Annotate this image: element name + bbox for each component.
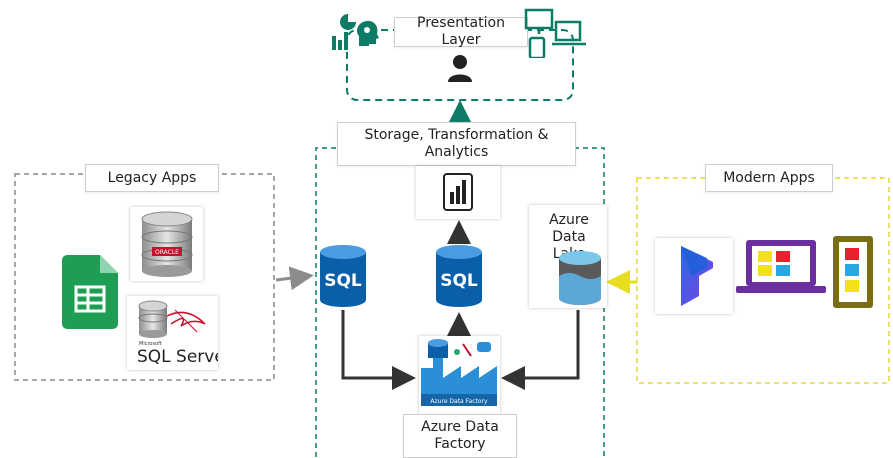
legacy-apps-text: Legacy Apps — [107, 169, 197, 186]
arrow-sql-to-adf — [341, 310, 416, 390]
storage-boundary — [315, 147, 605, 457]
sqlserver-icon: Microsoft SQL Server — [137, 300, 232, 367]
sqlserver-tile: Microsoft SQL Server — [127, 296, 232, 370]
data-lake-icon — [559, 251, 601, 305]
data-factory-icon: Azure Data Factory — [421, 339, 497, 406]
adf-label-line2: Factory — [434, 436, 486, 452]
sql-middle-label: SQL — [440, 271, 478, 291]
user-icon — [448, 55, 472, 82]
sqlserver-brand: Microsoft — [139, 341, 162, 347]
oracle-database-icon: ORACLE — [141, 211, 193, 277]
storage-layer-label: Storage, Transformation & Analytics — [337, 122, 576, 166]
storage-label-line1: Storage, Transformation & — [364, 127, 549, 143]
presentation-layer-label: Presentation Layer — [394, 15, 528, 48]
oracle-db-tile: ORACLE — [130, 207, 203, 281]
power-bi-icon — [443, 173, 473, 211]
adf-label-line1: Azure Data — [421, 419, 499, 435]
oracle-label: ORACLE — [155, 249, 179, 256]
laptop-app-icon — [736, 240, 826, 293]
modern-apps-label: Modern Apps — [705, 164, 833, 192]
devices-icon — [524, 8, 586, 58]
sql-database-middle: SQL — [436, 245, 482, 307]
legacy-apps-label: Legacy Apps — [85, 164, 219, 192]
mobile-app-icon — [833, 236, 873, 308]
adf-icon-caption: Azure Data Factory — [430, 398, 488, 405]
presentation-label-line1: Presentation — [417, 15, 505, 31]
power-bi-tile — [416, 166, 500, 219]
dynamics-tile — [655, 238, 733, 314]
presentation-label-line2: Layer — [441, 32, 481, 48]
arrow-lake-to-adf — [501, 310, 580, 390]
arrow-legacy-to-sql — [275, 266, 314, 291]
sql-database-left: SQL — [320, 245, 366, 307]
analytics-icon — [332, 14, 356, 50]
azure-data-factory-label: Azure Data Factory — [403, 414, 517, 458]
ai-head-icon — [357, 20, 379, 46]
dynamics-365-icon — [681, 246, 713, 306]
azure-data-factory-tile: Azure Data Factory — [419, 336, 500, 416]
sqlserver-label: SQL Server — [137, 347, 218, 367]
sql-left-label: SQL — [324, 271, 362, 291]
storage-label-line2: Analytics — [424, 144, 489, 160]
lake-label-line1: Azure Data — [549, 212, 589, 245]
modern-apps-text: Modern Apps — [723, 169, 815, 186]
google-sheets-icon — [62, 255, 118, 329]
